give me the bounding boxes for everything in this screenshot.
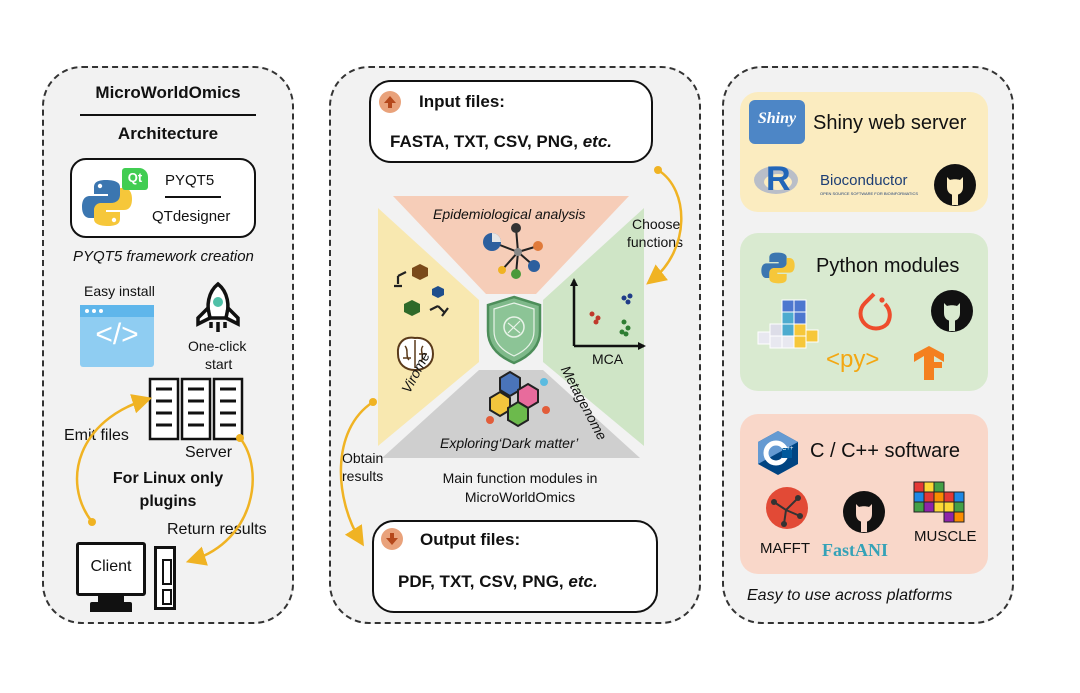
python-title: Python modules xyxy=(816,255,960,277)
virus-molecules-icon xyxy=(394,264,449,317)
fastani-label: FastANI xyxy=(822,540,888,560)
mca-label: MCA xyxy=(592,351,624,367)
platforms-footer: Easy to use across platforms xyxy=(747,587,953,604)
virome-quadrant xyxy=(378,208,479,446)
code-glyph: </> xyxy=(95,318,139,351)
choose-functions-line1: Choose xyxy=(632,216,681,232)
app-title: MicroWorldOmics xyxy=(95,83,241,102)
pyqt-divider xyxy=(165,196,221,198)
client-monitor-icon xyxy=(76,542,146,596)
py-tag: <py> xyxy=(826,346,880,373)
network-icon xyxy=(483,223,543,279)
brain-icon xyxy=(396,336,435,372)
tensorflow-icon xyxy=(914,346,944,380)
muscle-rubik-icon xyxy=(913,481,965,523)
easy-install-label: Easy install xyxy=(84,283,155,299)
shiny-logo-icon xyxy=(749,100,805,144)
emit-files-label: Emit files xyxy=(64,427,129,444)
monitor-stand xyxy=(98,596,124,602)
input-arrow-icon xyxy=(379,91,401,113)
obtain-results-line1: Obtain xyxy=(342,450,384,466)
r-logo-icon xyxy=(754,166,798,194)
monitor-base xyxy=(90,602,132,612)
input-files-title: Input files: xyxy=(419,92,505,111)
output-files-box xyxy=(372,520,658,613)
shiny-logo-text: Shiny xyxy=(757,110,797,127)
dark-matter-label: Exploring‘Dark matter’ xyxy=(440,435,579,451)
github-icon xyxy=(934,164,976,206)
muscle-label: MUSCLE xyxy=(914,528,977,545)
cpp-logo-text: C++ xyxy=(782,446,794,452)
one-click-label: One-click xyxy=(188,338,247,354)
obtain-results-line2: results xyxy=(342,468,384,484)
server-icon xyxy=(148,377,244,441)
qtdesigner-label: QTdesigner xyxy=(152,208,231,225)
return-results-label: Return results xyxy=(167,521,267,538)
linux-only-line1: For Linux only xyxy=(112,470,224,487)
bioconductor-tagline: OPEN SOURCE SOFTWARE FOR BIOINFORMATICS xyxy=(820,191,919,196)
app-shield-logo xyxy=(486,295,542,365)
client-label: Client xyxy=(90,558,132,575)
rocket-icon xyxy=(196,281,240,332)
r-logo-text: R xyxy=(766,160,791,198)
linux-only-line2: plugins xyxy=(139,493,197,510)
input-formats: FASTA, TXT, CSV, PNG, etc. xyxy=(390,132,613,151)
server-label: Server xyxy=(185,444,233,461)
mafft-label: MAFFT xyxy=(760,540,810,557)
epidemiology-quadrant xyxy=(393,196,629,294)
metagenome-quadrant xyxy=(543,208,644,446)
code-window-icon xyxy=(80,305,154,367)
pytorch-icon xyxy=(858,292,892,331)
architecture-heading: Architecture xyxy=(117,124,219,143)
mafft-icon xyxy=(766,487,808,529)
cpp-title: C / C++ software xyxy=(810,440,961,462)
choose-functions-line2: functions xyxy=(627,234,684,250)
github-icon-fastani xyxy=(843,491,885,533)
qt-logo-text: Qt xyxy=(127,170,143,185)
numpy-cubes-icon xyxy=(757,299,819,349)
framework-caption: PYQT5 framework creation xyxy=(73,248,254,265)
python-logo-icon xyxy=(82,180,132,226)
title-divider xyxy=(80,114,256,116)
cpp-logo-icon xyxy=(758,431,798,475)
client-tower-icon xyxy=(154,546,176,610)
epidemiological-label: Epidemiological analysis xyxy=(433,206,586,222)
start-label: start xyxy=(205,356,233,372)
pyqt-label: PYQT5 xyxy=(165,172,215,189)
bioconductor-logo: Bioconductor xyxy=(820,172,908,189)
github-icon-python xyxy=(931,290,973,332)
qt-logo-icon xyxy=(122,168,148,190)
main-modules-line2: MicroWorldOmics xyxy=(464,489,576,505)
output-formats: PDF, TXT, CSV, PNG, etc. xyxy=(398,572,598,591)
main-modules-line1: Main function modules in xyxy=(442,470,598,486)
mca-scatter-icon xyxy=(570,278,646,350)
input-files-box xyxy=(369,80,653,163)
molecule-hexagons-icon xyxy=(486,370,550,428)
output-arrow-icon xyxy=(381,528,403,550)
python-small-logo-icon xyxy=(761,252,795,284)
output-files-title: Output files: xyxy=(420,530,521,549)
shiny-title: Shiny web server xyxy=(813,112,967,134)
